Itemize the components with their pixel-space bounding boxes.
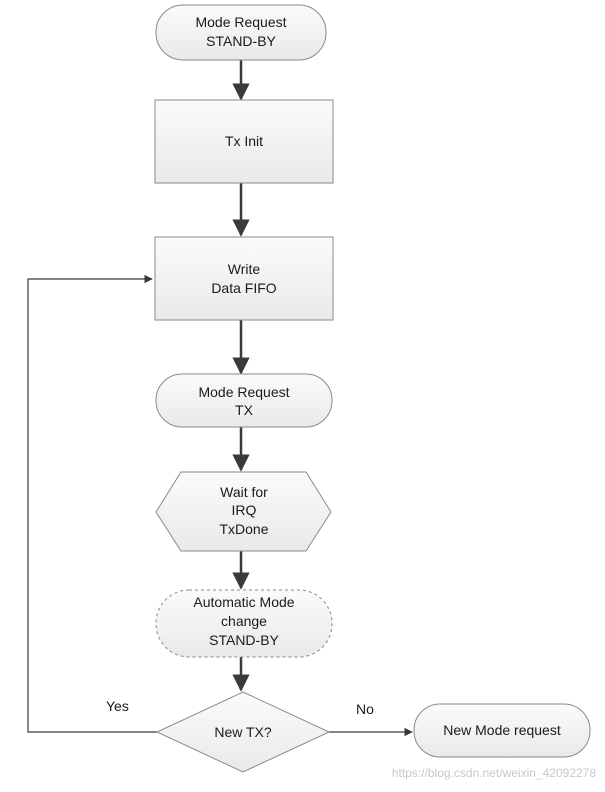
node-write-data-fifo-line-2: Data FIFO bbox=[211, 280, 276, 296]
node-write-data-fifo-line-1: Write bbox=[228, 261, 261, 277]
connectors-thin bbox=[27, 274, 413, 737]
arrow-yes-loop-to-write bbox=[27, 274, 157, 733]
node-mode-request-standby-line-1: Mode Request bbox=[195, 14, 286, 30]
node-new-tx-decision: New TX? bbox=[155, 691, 331, 773]
edge-label-yes: Yes bbox=[106, 698, 129, 714]
node-automatic-mode-change-line-3: STAND-BY bbox=[209, 632, 279, 648]
node-wait-irq-txdone-line-2: IRQ bbox=[232, 502, 257, 518]
node-mode-request-tx-line-1: Mode Request bbox=[198, 384, 289, 400]
node-automatic-mode-change: Automatic Mode change STAND-BY bbox=[155, 589, 333, 658]
node-new-mode-request: New Mode request bbox=[413, 703, 591, 758]
node-wait-irq-txdone-line-3: TxDone bbox=[219, 521, 268, 537]
node-mode-request-tx: Mode Request TX bbox=[155, 373, 333, 428]
node-tx-init: Tx Init bbox=[154, 99, 334, 184]
edge-label-no: No bbox=[356, 701, 374, 717]
node-new-tx-decision-line-1: New TX? bbox=[214, 724, 272, 740]
node-mode-request-tx-line-2: TX bbox=[235, 402, 254, 418]
node-automatic-mode-change-line-2: change bbox=[221, 613, 267, 629]
node-mode-request-standby-line-2: STAND-BY bbox=[206, 33, 276, 49]
watermark-text: https://blog.csdn.net/weixin_42092278 bbox=[392, 766, 596, 780]
node-write-data-fifo: Write Data FIFO bbox=[154, 236, 334, 321]
node-new-mode-request-line-1: New Mode request bbox=[443, 722, 561, 738]
node-tx-init-line-1: Tx Init bbox=[225, 133, 263, 149]
node-wait-irq-txdone: Wait for IRQ TxDone bbox=[155, 471, 332, 552]
node-automatic-mode-change-line-1: Automatic Mode bbox=[193, 594, 294, 610]
node-mode-request-standby: Mode Request STAND-BY bbox=[155, 4, 327, 61]
node-wait-irq-txdone-line-1: Wait for bbox=[220, 484, 268, 500]
